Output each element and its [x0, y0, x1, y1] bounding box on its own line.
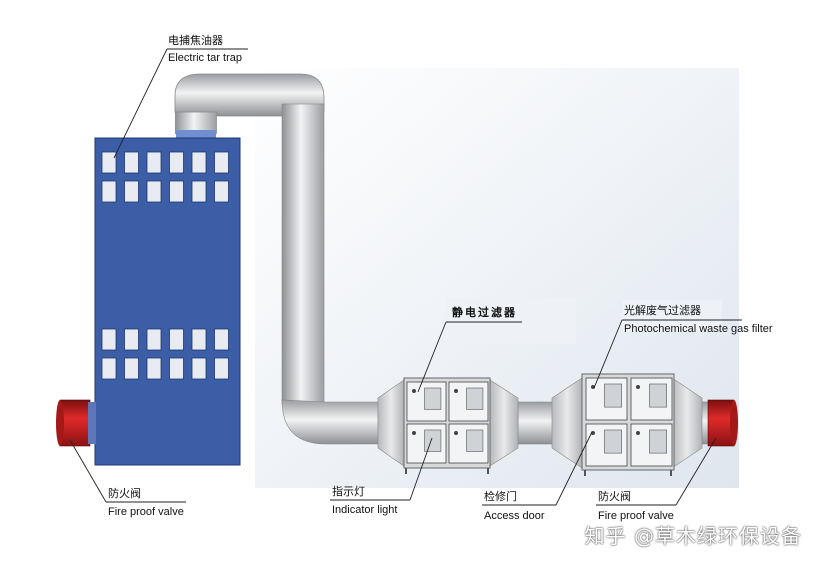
electric-tar-trap [94, 130, 241, 466]
tower-window [214, 328, 229, 351]
door-window [649, 429, 667, 454]
tar-trap-label-en: Electric tar trap [168, 52, 242, 64]
tower-window [191, 328, 207, 351]
tower-window [191, 357, 207, 380]
tower-window [146, 180, 162, 203]
indicator-light [454, 389, 458, 393]
door-window [424, 429, 442, 452]
tower-window [124, 357, 139, 380]
tower-window [214, 180, 229, 203]
electrostatic-filter [377, 377, 519, 474]
fire-valve-right-label-cn: 防火阀 [598, 490, 631, 503]
tower-window [169, 180, 184, 203]
tower-window [169, 151, 184, 174]
tower-windows-bottom [101, 328, 229, 380]
tar-trap-label-cn: 电捕焦油器 [168, 34, 223, 47]
tower-window [124, 151, 139, 174]
fire-valve-left [56, 399, 96, 447]
photo-label-en: Photochemical waste gas filter [624, 323, 773, 335]
door-window [424, 387, 442, 410]
fire-valve-left-label-cn: 防火阀 [108, 487, 141, 500]
indicator-label-cn: 指示灯 [332, 485, 365, 498]
indicator-label-en: Indicator light [332, 504, 398, 516]
tower-window [101, 180, 117, 203]
duct [174, 73, 711, 445]
tower-window [101, 357, 117, 380]
fire-valve-left-label-en: Fire proof valve [108, 506, 184, 518]
tower-window [101, 151, 117, 174]
photo-label-plaque [622, 300, 722, 332]
indicator-light [636, 431, 640, 435]
indicator-light [636, 385, 640, 389]
fire-valve-right [707, 399, 738, 447]
tower-window [146, 328, 162, 351]
access-door-label-cn: 检修门 [484, 490, 517, 503]
indicator-light [454, 431, 458, 435]
door-window [649, 383, 667, 408]
door-window [604, 383, 622, 408]
photo-label-cn: 光解废气过滤器 [624, 304, 701, 317]
photochemical-filter [551, 373, 703, 476]
tower-window [214, 357, 229, 380]
door-window [604, 429, 622, 454]
tower-window [191, 151, 207, 174]
watermark: 知乎 @草木绿环保设备 [584, 524, 802, 548]
door-window [466, 429, 484, 452]
tower-windows-top [101, 151, 229, 203]
tower-window [146, 357, 162, 380]
esp-label-plaque [446, 298, 576, 344]
tower-window [191, 180, 207, 203]
tower-window [124, 328, 139, 351]
tower-window [146, 151, 162, 174]
indicator-light [412, 431, 416, 435]
leader-lines [69, 48, 742, 506]
esp-label-cn: 静电过滤器 [452, 306, 517, 319]
tower-window [169, 357, 184, 380]
fire-valve-right-label-en: Fire proof valve [598, 510, 674, 522]
tower-window [124, 180, 139, 203]
tower-window [101, 328, 117, 351]
tower-window [169, 328, 184, 351]
tower-window [214, 151, 229, 174]
indicator-light [412, 389, 416, 393]
access-door-label-en: Access door [484, 510, 545, 522]
door-window [466, 387, 484, 410]
